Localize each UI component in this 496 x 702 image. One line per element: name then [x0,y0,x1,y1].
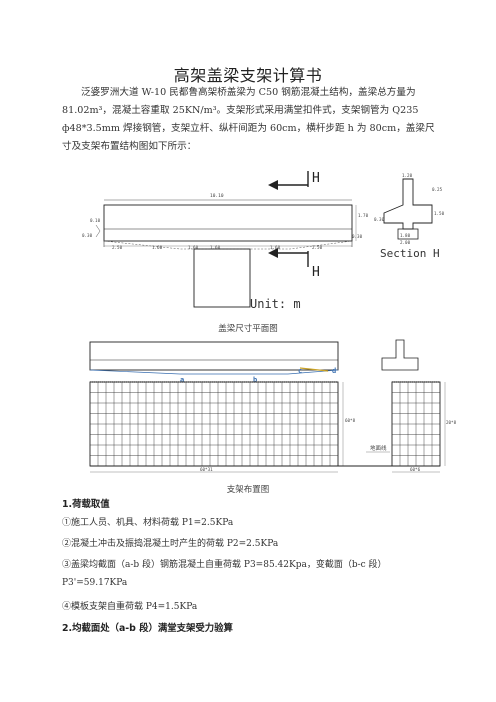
point-label-d: d [332,367,336,375]
section-2-title: 2.均截面处（a-b 段）满堂支架受力验算 [62,623,233,634]
point-label-c: c [298,367,302,375]
height-right-dim: 20*8 [446,420,457,425]
dim-right-top: 1.70 [358,213,369,218]
dim-segment-3: 1.60 [188,245,199,250]
figure-2-caption: 支架布置图 [226,485,270,495]
dim-total: 10.10 [210,193,224,199]
dim-segment-5: 1.60 [270,245,281,250]
intro-paragraph: 泛婆罗洲大道 W-10 民都鲁高架桥盖梁为 C50 钢筋混凝土结构，盖梁总方量为… [62,84,440,156]
point-label-a: a [180,376,184,384]
section-marker-bottom: H [268,248,320,280]
section-dim-bottom-b: 2.00 [400,240,411,245]
point-label-b: b [253,376,257,384]
cap-beam-outline [103,204,353,242]
load-item-3: ③盖梁均截面（a-b 段）钢筋混凝土自重荷载 P3=85.42Kpa，变截面（b… [62,560,387,570]
load-item-4: ④模板支架自重荷载 P4=1.5KPa [62,602,198,612]
dim-segment-1: 2.50 [112,245,123,250]
cap-beam-dimension-drawing: H 10.10 2.50 1.60 1.60 1.60 1.60 2.50 0.… [82,171,445,311]
dim-right-bottom: 0.30 [352,234,363,239]
document-title: 高架盖梁支架计算书 [173,66,323,85]
figure-1-caption: 盖梁尺寸平面图 [218,324,278,334]
section-h-detail: 1.20 0.25 1.50 0.30 1.80 2.00 Section H [374,173,445,260]
pier-column [193,248,251,308]
height-left-dim: 60*8 [345,418,356,423]
section-dim-bottom-a: 1.80 [400,233,411,238]
dim-segment-4: 1.60 [210,245,221,250]
section-dim-top: 1.20 [402,173,413,178]
section-marker-top: H [268,171,320,190]
dim-left-bottom: 0.30 [82,233,93,238]
width-right-dim: 60*6 [410,467,421,472]
load-item-1: ①施工人员、机具、材料荷载 P1=2.5KPa [62,518,234,528]
dim-left-top: 0.10 [90,218,101,223]
load-item-2: ②混凝土冲击及振捣混凝土时产生的荷载 P2=2.5KPa [62,539,279,549]
ground-line-label: 地面线 [370,444,387,452]
intro-text: 泛婆罗洲大道 W-10 民都鲁高架桥盖梁为 C50 钢筋混凝土结构，盖梁总方量为… [62,87,435,152]
section-marker-bottom-label: H [312,265,320,280]
section-title: Section H [380,247,440,260]
width-bottom-dim: 60*31 [200,467,213,472]
scaffold-layout-drawing: a b c d 60*8 20*8 地面线 60*31 60*6 [89,339,457,473]
unit-label: Unit: m [250,297,301,311]
section-dim-right-top: 0.25 [432,187,443,192]
load-item-3-cont: P3'=59.17KPa [62,578,128,588]
section-marker-top-label: H [312,171,320,186]
section-dim-left: 0.30 [374,217,385,222]
dim-segment-2: 1.60 [152,245,163,250]
section-1-title: 1.荷载取值 [62,499,110,510]
dim-segment-6: 2.50 [312,245,323,250]
section-dim-right-mid: 1.50 [434,211,445,216]
